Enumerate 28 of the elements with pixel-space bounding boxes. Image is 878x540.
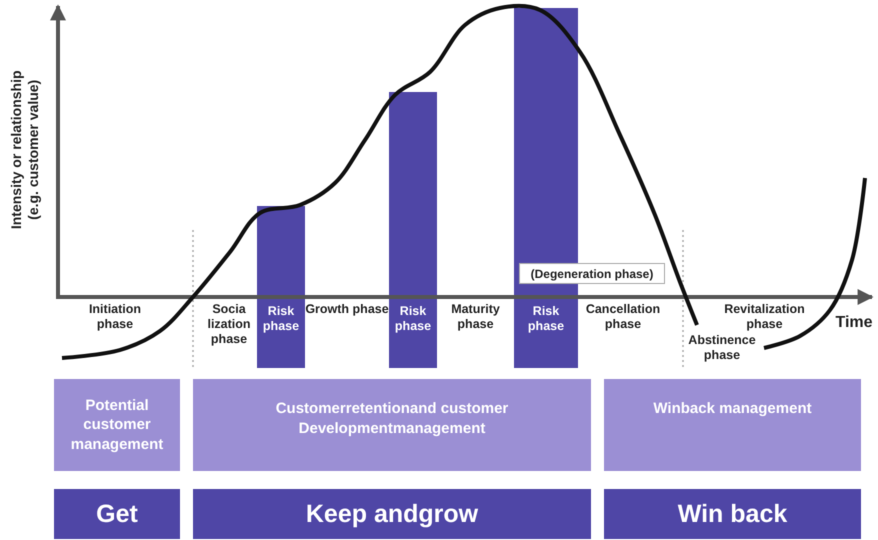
panel-text: Winback management bbox=[652, 399, 813, 418]
strategy-bar bbox=[54, 489, 180, 539]
strategy-bar bbox=[193, 489, 591, 539]
phase-label: Abstinence phase bbox=[687, 333, 757, 363]
risk-phase-band bbox=[389, 92, 437, 368]
band-label: Risk phase bbox=[526, 304, 566, 334]
bar-text: Keep andgrow bbox=[304, 498, 480, 530]
management-panel bbox=[193, 379, 591, 471]
management-panel bbox=[54, 379, 180, 471]
band-label: Risk phase bbox=[262, 304, 300, 334]
axis-title: Time bbox=[834, 313, 874, 332]
strategy-bar bbox=[604, 489, 861, 539]
phase-label: Revitalization phase bbox=[723, 302, 806, 332]
phase-label: Growth phase bbox=[305, 302, 389, 317]
phase-label: Socia lization phase bbox=[206, 302, 252, 347]
bar-text: Win back bbox=[676, 498, 788, 530]
risk-phase-band bbox=[257, 206, 305, 368]
tag-label: (Degeneration phase) bbox=[530, 266, 654, 280]
axis-title: Intensity or relationship (e.g. customer value) bbox=[8, 69, 42, 232]
phase-label: Cancellation phase bbox=[584, 302, 662, 332]
phase-label: Maturity phase bbox=[450, 302, 501, 332]
management-panel bbox=[604, 379, 861, 471]
band-label: Risk phase bbox=[394, 304, 432, 334]
phase-label: Initiation phase bbox=[88, 302, 142, 332]
bar-text: Get bbox=[95, 498, 139, 530]
phase-tag bbox=[519, 263, 665, 284]
panel-text: Customerretentionand customer Developmentmanagement bbox=[274, 399, 510, 438]
panel-text: Potential customer management bbox=[70, 396, 164, 454]
